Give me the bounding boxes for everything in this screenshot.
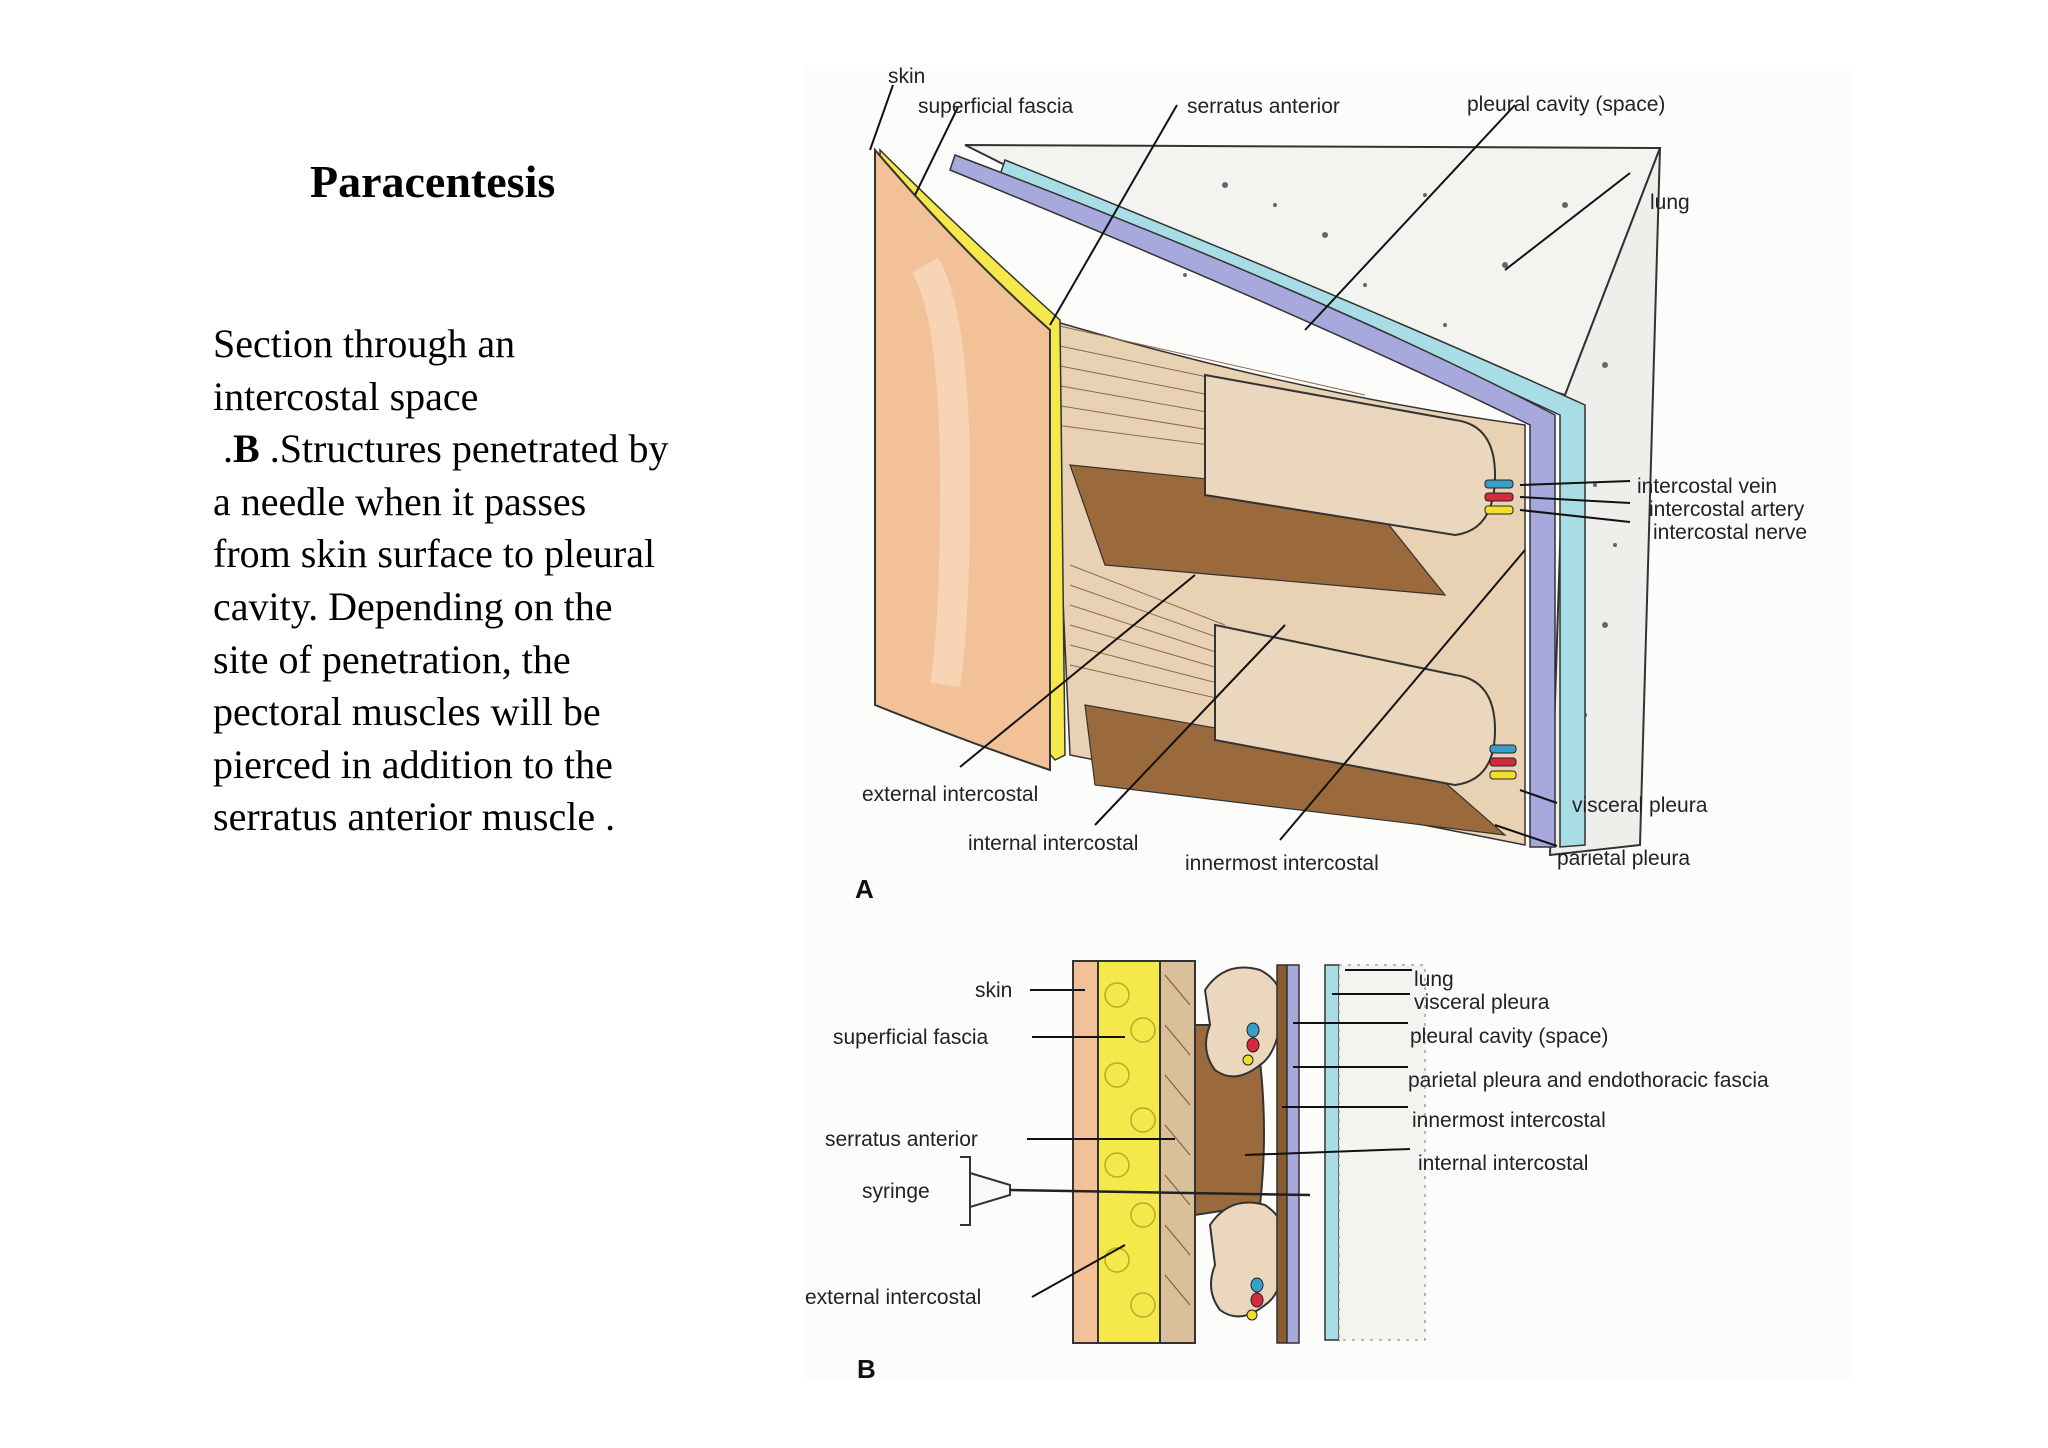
figure-a-leader-lines bbox=[869, 84, 1631, 847]
body-line: pierced in addition to the bbox=[213, 741, 613, 787]
body-line: Section through an bbox=[213, 321, 516, 366]
label-a-internal-intercostal: internal intercostal bbox=[968, 832, 1138, 855]
label-a-serratus-anterior: serratus anterior bbox=[1187, 95, 1340, 118]
skin-highlight bbox=[911, 257, 971, 688]
b-upper-rib bbox=[1203, 966, 1284, 1078]
body-line: cavity. Depending on the bbox=[213, 583, 613, 629]
label-b-parietal-pleura: parietal pleura and endothoracic fascia bbox=[1408, 1069, 1769, 1092]
label-a-parietal-pleura: parietal pleura bbox=[1557, 847, 1690, 870]
figure-a-illustration bbox=[874, 144, 1662, 857]
syringe-body bbox=[969, 1171, 1011, 1209]
lower-rib bbox=[1214, 623, 1497, 787]
label-b-lung: lung bbox=[1414, 968, 1454, 991]
body-line: serratus anterior muscle . bbox=[213, 794, 616, 840]
serratus-texture bbox=[1164, 974, 1191, 1306]
fascia-texture bbox=[1104, 982, 1156, 1318]
label-b-serratus-anterior: serratus anterior bbox=[825, 1128, 978, 1151]
label-b-skin: skin bbox=[975, 979, 1012, 1002]
figure-b-illustration bbox=[960, 960, 1426, 1344]
figure-b-reference: B bbox=[233, 426, 260, 472]
parietal-pleura-band bbox=[949, 154, 1556, 848]
label-a-visceral-pleura: visceral pleura bbox=[1572, 794, 1708, 817]
slide-title: Paracentesis bbox=[310, 156, 556, 207]
layer-lung bbox=[1338, 964, 1426, 1341]
label-a-innermost-intercostal: innermost intercostal bbox=[1185, 852, 1379, 875]
body-line: .B .Structures penetrated by bbox=[213, 423, 753, 476]
body-line: from skin surface to pleural bbox=[213, 531, 656, 577]
upper-intercostal-bundle bbox=[1484, 479, 1514, 515]
label-a-lung: lung bbox=[1650, 191, 1690, 214]
label-a-skin: skin bbox=[888, 65, 925, 88]
label-b-internal-intercostal: internal intercostal bbox=[1418, 1152, 1588, 1175]
label-a-pleural-cavity: pleural cavity (space) bbox=[1467, 93, 1665, 116]
label-b-external-intercostal: external intercostal bbox=[805, 1286, 981, 1309]
figure-b-labels: skin superficial fascia serratus anterio… bbox=[805, 968, 1769, 1380]
syringe-needle bbox=[1009, 1188, 1311, 1197]
upper-rib bbox=[1204, 373, 1497, 537]
layer-skin bbox=[1072, 960, 1099, 1344]
body-line: site of penetration, the bbox=[213, 636, 571, 682]
figure-b-leader-lines bbox=[1027, 969, 1412, 1298]
figure-a-labels: skin superficial fascia serratus anterio… bbox=[855, 65, 1807, 904]
layer-serratus-anterior bbox=[1159, 960, 1196, 1344]
lower-intercostal-bundle bbox=[1489, 744, 1517, 780]
b-lower-bundle bbox=[1246, 1277, 1264, 1321]
external-intercostal-fibers bbox=[1069, 564, 1226, 701]
anatomy-figure: skin superficial fascia serratus anterio… bbox=[805, 65, 1850, 1380]
label-b-pleural-cavity: pleural cavity (space) bbox=[1410, 1025, 1608, 1048]
body-line: pectoral muscles will be bbox=[213, 689, 601, 735]
body-line-rest: .Structures penetrated by bbox=[259, 426, 669, 472]
label-b-syringe: syringe bbox=[862, 1180, 930, 1203]
b-lower-rib bbox=[1208, 1201, 1289, 1318]
label-a-external-intercostal: external intercostal bbox=[862, 783, 1038, 806]
body-line: a needle when it passes bbox=[213, 478, 587, 524]
b-upper-bundle bbox=[1242, 1022, 1260, 1066]
panel-letter-a: A bbox=[855, 874, 874, 904]
syringe-barrel-end bbox=[960, 1156, 971, 1226]
label-a-intercostal-artery: intercostal artery bbox=[1649, 498, 1805, 521]
label-b-visceral-pleura: visceral pleura bbox=[1414, 991, 1550, 1014]
layer-superficial-fascia bbox=[1097, 960, 1161, 1344]
label-a-superficial-fascia: superficial fascia bbox=[918, 95, 1074, 118]
label-a-intercostal-vein: intercostal vein bbox=[1637, 475, 1777, 498]
label-b-innermost-intercostal: innermost intercostal bbox=[1412, 1109, 1606, 1132]
label-b-superficial-fascia: superficial fascia bbox=[833, 1026, 989, 1049]
label-a-intercostal-nerve: intercostal nerve bbox=[1653, 521, 1807, 544]
body-prefix: . bbox=[223, 426, 233, 472]
panel-letter-b: B bbox=[857, 1354, 876, 1380]
body-line: intercostal space bbox=[213, 373, 479, 419]
slide-body-text: Section through an intercostal space .B … bbox=[213, 318, 753, 844]
anatomy-figure-svg: skin superficial fascia serratus anterio… bbox=[805, 65, 1807, 1380]
